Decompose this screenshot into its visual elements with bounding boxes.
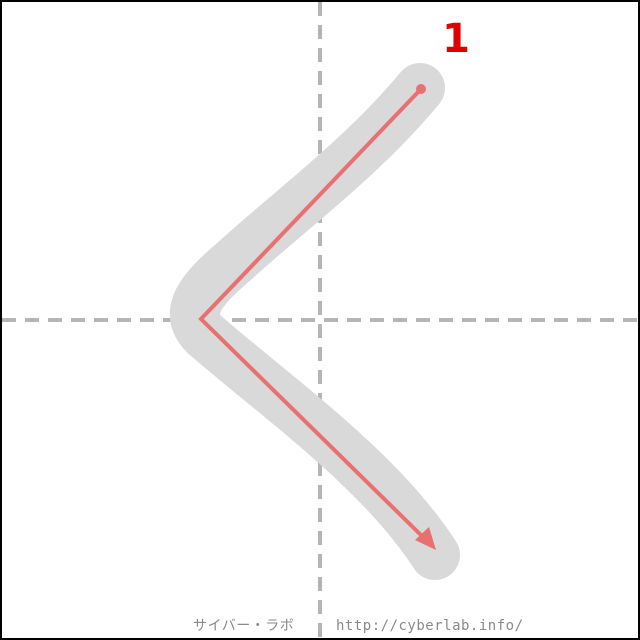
footer-site-name: サイバー・ラボ	[193, 618, 295, 634]
stroke-end-arrowhead	[415, 527, 436, 550]
footer-url[interactable]: http://cyberlab.info/	[336, 618, 524, 634]
stroke-start-dot	[416, 84, 426, 94]
glyph-stroke-shape	[169, 63, 460, 580]
stroke-direction-path	[198, 87, 428, 542]
stroke-order-number: 1	[442, 16, 470, 62]
